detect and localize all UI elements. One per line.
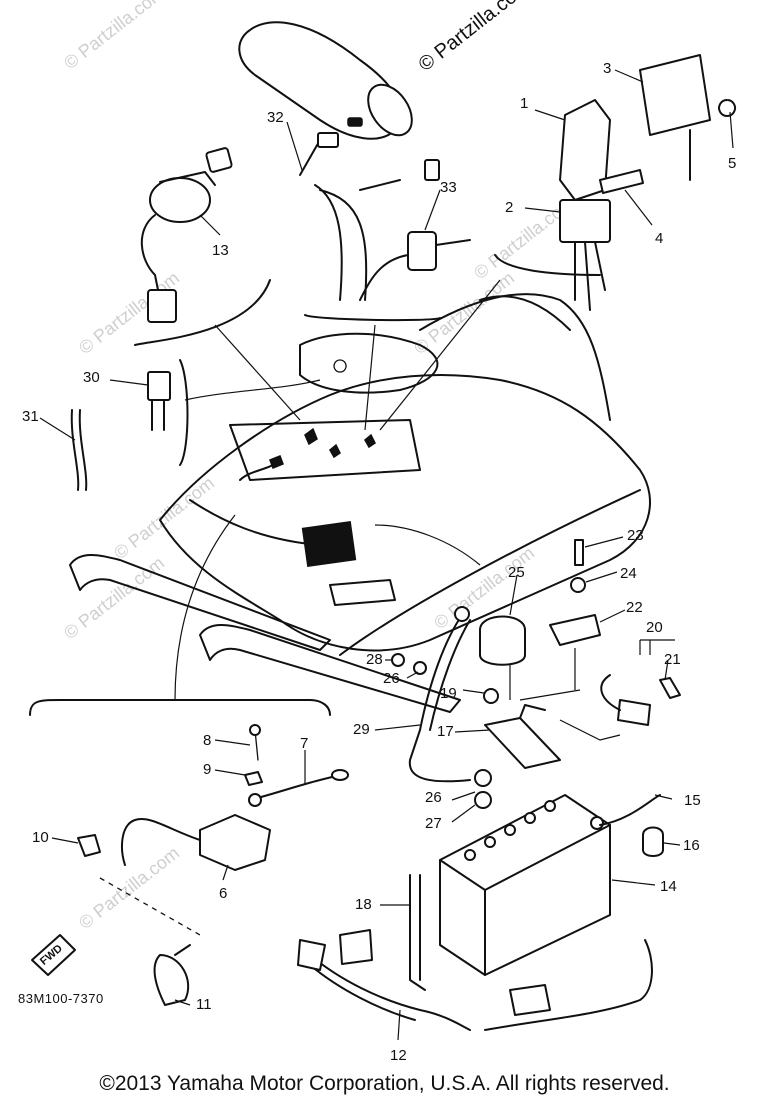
watermark-text: © Partzilla.com [60,0,168,73]
callout-14: 14 [660,878,677,895]
relay-and-strap [70,371,171,491]
callout-33: 33 [440,179,457,196]
group-brackets [29,254,641,716]
part-code: 83M100-7370 [18,991,104,1006]
callout-18: 18 [355,896,372,913]
callout-13: 13 [212,242,229,259]
callout-29: 29 [353,721,370,738]
main-switch [140,147,233,323]
callout-2: 2 [505,199,513,216]
callout-1: 1 [520,95,528,112]
callout-12: 12 [390,1047,407,1064]
callout-20: 20 [646,619,663,636]
callout-8: 8 [203,732,211,749]
callout-30: 30 [83,369,100,386]
battery-group [297,539,681,1031]
callout-3: 3 [603,60,611,77]
callout-25: 25 [508,564,525,581]
callout-22: 22 [626,599,643,616]
callout-4: 4 [655,230,663,247]
watermark-text: © Partzilla.com [75,843,183,933]
callout-7: 7 [300,735,308,752]
callout-31: 31 [22,408,39,425]
callout-26a: 26 [383,670,400,687]
callout-6: 6 [219,885,227,902]
callout-leaders [39,69,734,1041]
callout-5: 5 [728,155,736,172]
callout-28: 28 [366,651,383,668]
watermark-text: © Partzilla.com [60,553,168,643]
ignition-components [559,54,736,311]
watermark-text: © Partzilla.com [410,268,518,358]
callout-24: 24 [620,565,637,582]
snowmobile-body [69,293,651,713]
callout-26b: 26 [425,789,442,806]
handlebar-grip [238,21,413,140]
handlebar-switch-harness [299,132,471,301]
callout-23: 23 [627,527,644,544]
callout-32: 32 [267,109,284,126]
callout-9: 9 [203,761,211,778]
watermark-text: © Partzilla.com [110,473,218,563]
main-watermark: © Partzilla.com [415,0,535,76]
callout-15: 15 [684,792,701,809]
callout-labels: 1 2 3 4 5 6 7 8 9 10 11 12 13 14 15 16 1… [22,60,736,1064]
copyright-notice: ©2013 Yamaha Motor Corporation, U.S.A. A… [99,1072,670,1095]
ignition-coil-group [31,724,349,1006]
callout-10: 10 [32,829,49,846]
callout-17: 17 [437,723,454,740]
callout-11: 11 [196,996,212,1013]
callout-27: 27 [425,815,442,832]
callout-16: 16 [683,837,700,854]
callout-21: 21 [664,651,681,668]
callout-19: 19 [440,685,457,702]
